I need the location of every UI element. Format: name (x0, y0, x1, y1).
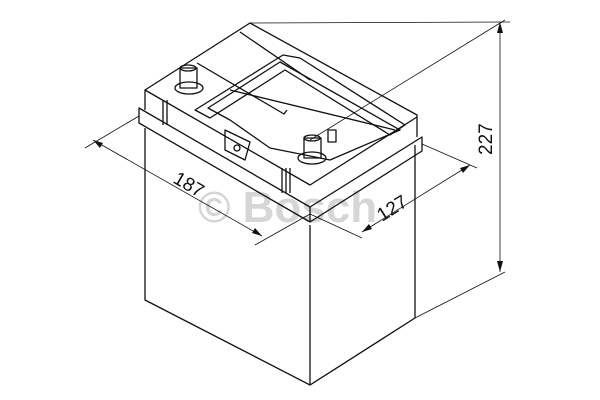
vent-marks (162, 100, 291, 193)
dimension-height: 227 (249, 19, 511, 319)
positive-terminal (297, 129, 337, 165)
negative-terminal (174, 64, 204, 95)
watermark: © Bosch (198, 183, 377, 232)
battery-body (144, 128, 416, 386)
battery-lid-details (194, 31, 406, 161)
dimension-height-label: 227 (476, 123, 497, 155)
